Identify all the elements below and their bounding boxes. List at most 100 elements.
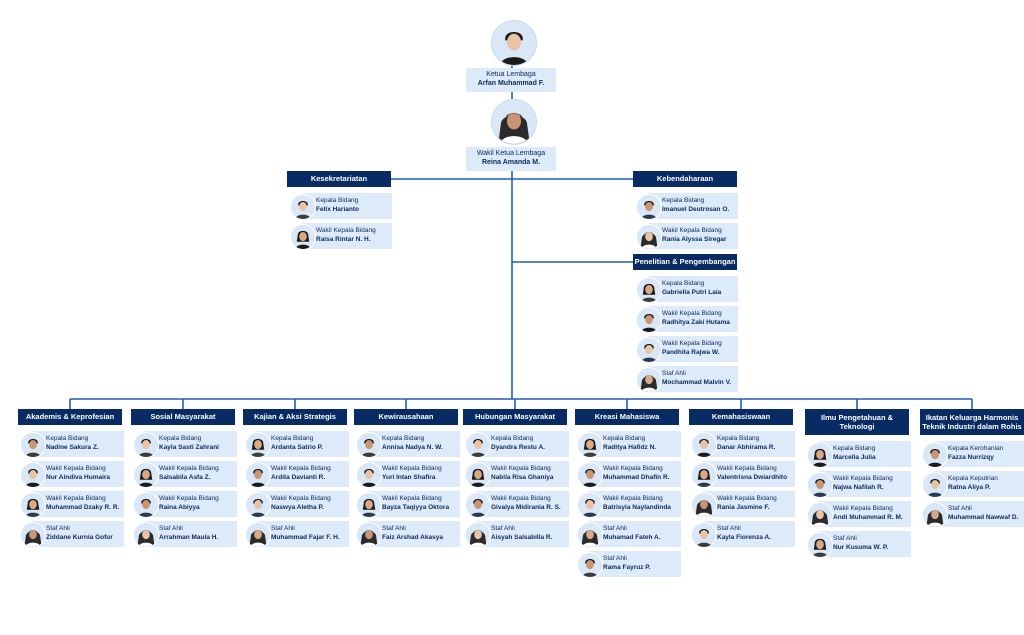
member-name: Annisa Nadya N. W. <box>382 444 443 451</box>
role-label: Wakil Kepala Bidang <box>382 495 442 502</box>
ketua-lembaga-card: Ketua Lembaga Arfan Muhammad F. <box>466 68 556 92</box>
avatar <box>636 337 662 363</box>
role-label: Staf Ahli <box>603 525 627 532</box>
role-label: Staf Ahli <box>662 370 686 377</box>
department-header: Akademis & Keprofesian <box>18 409 122 425</box>
role-label: Staf Ahli <box>159 525 183 532</box>
avatar <box>636 367 662 393</box>
role-label: Kepala Bidang <box>159 435 202 442</box>
avatar <box>245 522 271 548</box>
role-label: Kepala Bidang <box>717 435 760 442</box>
avatar <box>465 492 491 518</box>
member-name: Najwa Nafilah R. <box>833 484 884 491</box>
role-label: Kepala Bidang <box>603 435 646 442</box>
role-label: Kepala Bidang <box>271 435 314 442</box>
role-label: Staf Ahli <box>717 525 741 532</box>
avatar <box>245 492 271 518</box>
avatar <box>577 552 603 578</box>
role-label: Wakil Kepala Bidang <box>603 465 663 472</box>
avatar <box>245 432 271 458</box>
role-label: Wakil Kepala Bidang <box>662 227 722 234</box>
member-name: Gabriella Putri Laia <box>662 289 722 296</box>
avatar <box>465 462 491 488</box>
member-name: Nadine Sakura Z. <box>46 444 99 451</box>
member-name: Rania Alyssa Siregar <box>662 236 727 243</box>
member-name: Naswya Aletha P. <box>271 504 324 511</box>
role-label: Kepala Bidang <box>662 280 705 287</box>
member-name: Yuri Intan Shafira <box>382 474 436 481</box>
avatar <box>922 472 948 498</box>
member-name: Ardanta Satrio P. <box>271 444 323 451</box>
member-name: Raditya Hafidz N. <box>603 444 657 451</box>
member-name: Radhitya Zaki Hutama <box>662 319 730 326</box>
member-name: Mochammad Malvin V. <box>662 379 732 386</box>
avatar <box>356 522 382 548</box>
avatar <box>922 442 948 468</box>
avatar <box>691 492 717 518</box>
avatar <box>577 492 603 518</box>
role-label: Kepala Bidang <box>662 197 705 204</box>
member-name: Pandhita Rajwa W. <box>662 349 720 356</box>
member-name: Muhamad Fateh A. <box>603 534 661 541</box>
avatar <box>245 462 271 488</box>
avatar <box>636 307 662 333</box>
member-name: Muhammad Fajar F. H. <box>271 534 340 541</box>
avatar <box>807 532 833 558</box>
avatar <box>20 492 46 518</box>
department-header: Kebendaharaan <box>633 171 737 187</box>
role-label: Wakil Kepala Bidang <box>159 465 219 472</box>
member-name: Nabila Risa Ghaniya <box>491 474 554 481</box>
role-label: Wakil Kepala Bidang <box>717 465 777 472</box>
avatar <box>577 462 603 488</box>
avatar <box>691 432 717 458</box>
role-label: Wakil Kepala Bidang <box>491 465 551 472</box>
member-name: Reina Amanda M. <box>481 159 541 166</box>
role-label: Wakil Kepala Bidang <box>316 227 376 234</box>
avatar <box>133 492 159 518</box>
role-label: Staf Ahli <box>382 525 406 532</box>
department-header: Kajian & Aksi Strategis <box>243 409 347 425</box>
avatar <box>290 224 316 250</box>
role-label: Ketua Lembaga <box>486 71 536 78</box>
role-label: Kepala Bidang <box>382 435 425 442</box>
role-label: Wakil Kepala Bidang <box>491 495 551 502</box>
avatar <box>636 194 662 220</box>
role-label: Kepala Keputrian <box>948 475 998 482</box>
role-label: Staf Ahli <box>271 525 295 532</box>
avatar-wakil-ketua <box>491 99 537 145</box>
member-name: Raisa Rintar N. H. <box>316 236 371 243</box>
avatar <box>465 432 491 458</box>
member-name: Muhammad Dhafin R. <box>603 474 670 481</box>
role-label: Wakil Kepala Bidang <box>717 495 777 502</box>
role-label: Staf Ahli <box>833 535 857 542</box>
avatar <box>577 522 603 548</box>
department-header: Kreasi Mahasiswa <box>575 409 679 425</box>
member-name: Raina Abiyya <box>159 504 200 511</box>
avatar <box>465 522 491 548</box>
role-label: Wakil Kepala Bidang <box>662 310 722 317</box>
department-header: Ilmu Pengetahuan & Teknologi <box>805 409 909 435</box>
member-name: Aisyah Salsabilla R. <box>491 534 553 541</box>
role-label: Kepala Kerohanian <box>948 445 1004 452</box>
member-name: Valentrisna Dwiardhito <box>717 474 788 481</box>
